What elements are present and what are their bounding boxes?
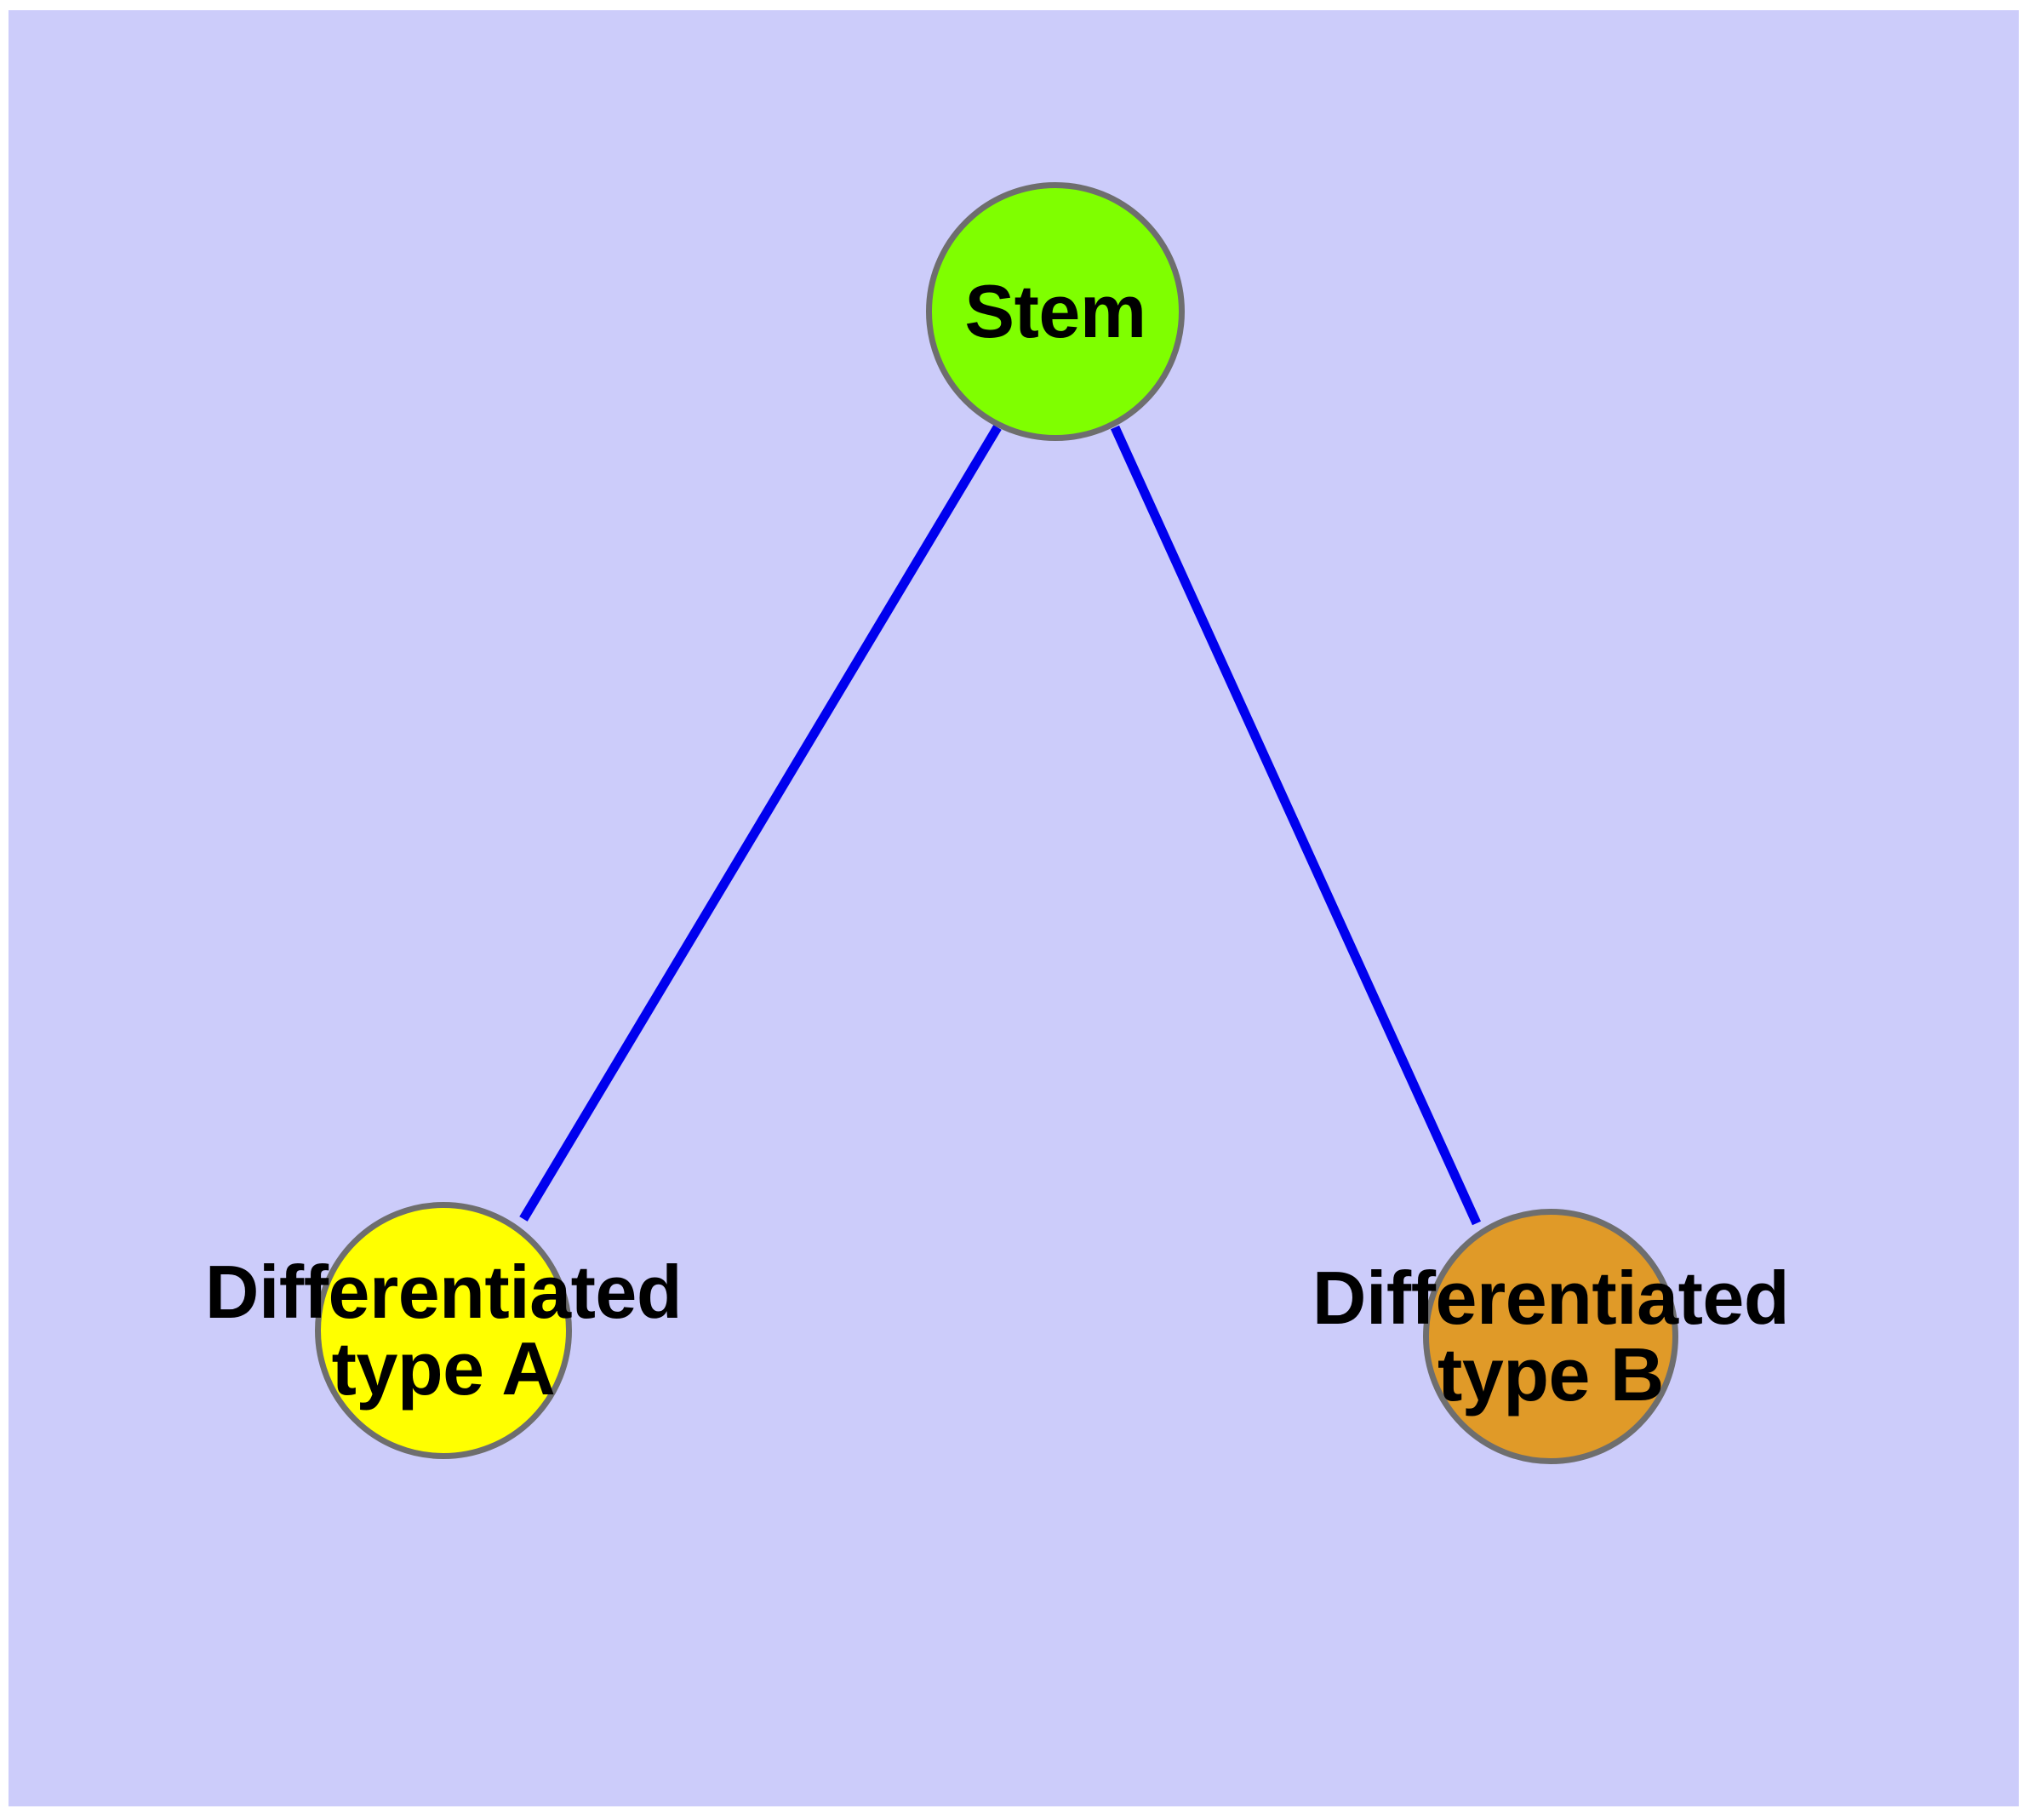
node-stem[interactable] [926, 182, 1185, 441]
node-differentiated-type-a[interactable] [315, 1202, 572, 1459]
node-differentiated-type-b[interactable] [1423, 1209, 1678, 1464]
edge-stem-to-differentiated-type-b[interactable] [1110, 425, 1482, 1226]
node-group [315, 182, 1678, 1464]
edge-group [519, 425, 1482, 1226]
edge-stem-to-differentiated-type-a[interactable] [519, 425, 1002, 1222]
